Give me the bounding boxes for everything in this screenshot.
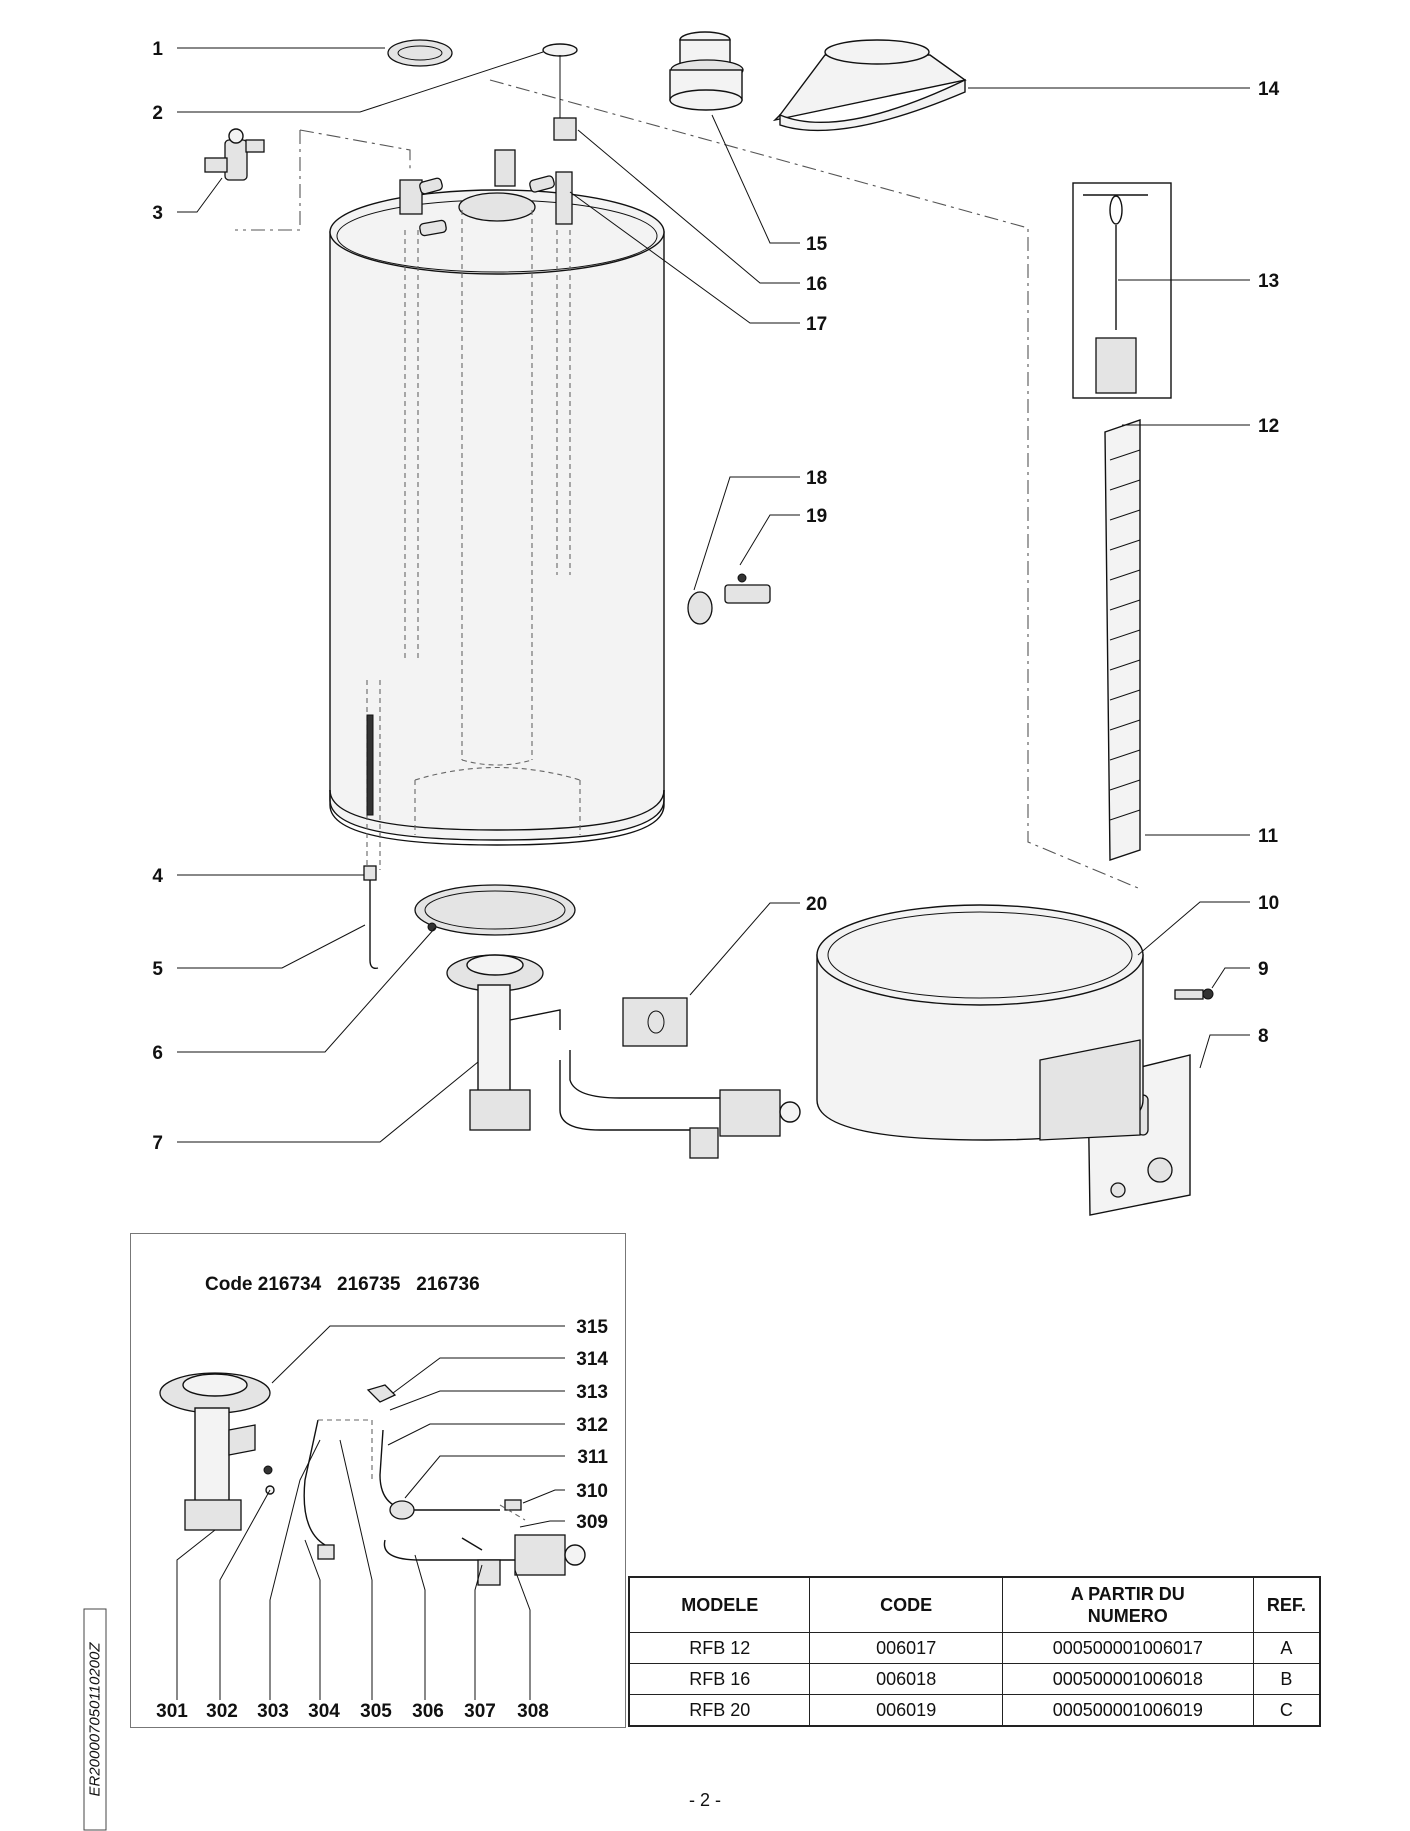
callout-18: 18	[806, 468, 827, 489]
table-row: RFB 16 006018 000500001006018 B	[628, 1663, 1321, 1695]
table-cell: 000500001006018	[1001, 1663, 1254, 1695]
table-cell: RFB 16	[628, 1663, 811, 1695]
callout-2: 2	[152, 103, 163, 124]
callout-315: 315	[576, 1317, 608, 1338]
table-cell: 006017	[809, 1632, 1003, 1664]
part-19-drain-valve	[724, 573, 771, 604]
callout-311: 311	[577, 1447, 608, 1468]
part-9-igniter	[1174, 988, 1214, 1000]
callout-303: 303	[257, 1701, 289, 1722]
callout-307: 307	[464, 1701, 496, 1722]
part-7-burner-assembly	[446, 954, 801, 1159]
part-14-draft-hood	[772, 39, 967, 132]
part-6-ring	[414, 884, 576, 936]
callout-16: 16	[806, 274, 827, 295]
column-header: A PARTIR DU NUMERO	[1001, 1576, 1254, 1633]
callout-9: 9	[1258, 959, 1269, 980]
part-20-sight-glass-gasket	[622, 997, 688, 1047]
inset-burner-drawing	[159, 1372, 586, 1586]
callout-19: 19	[806, 506, 827, 527]
callout-308: 308	[517, 1701, 549, 1722]
part-15-flue-adapter	[669, 31, 744, 111]
callout-5: 5	[152, 959, 163, 980]
table-header-row: MODELE CODE A PARTIR DU NUMERO REF.	[628, 1576, 1321, 1633]
callout-10: 10	[1258, 893, 1279, 914]
callout-310: 310	[576, 1481, 608, 1502]
table-cell: B	[1252, 1663, 1321, 1695]
table-cell: 006018	[809, 1663, 1003, 1695]
callout-20: 20	[806, 894, 827, 915]
callout-314: 314	[576, 1349, 608, 1370]
column-header: CODE	[809, 1576, 1003, 1633]
document-reference-code: ER200007050110200Z	[82, 1608, 107, 1831]
part-5-rod	[363, 865, 379, 970]
callout-17: 17	[806, 314, 827, 335]
callout-6: 6	[152, 1043, 163, 1064]
callout-14: 14	[1258, 79, 1280, 100]
callout-309: 309	[576, 1512, 608, 1533]
callout-1: 1	[152, 39, 163, 60]
callout-3: 3	[152, 203, 163, 224]
part-11-baffle-strip	[1104, 419, 1141, 861]
callout-12: 12	[1258, 416, 1279, 437]
part-3-safety-valve	[204, 128, 265, 181]
part-16-plug	[553, 117, 577, 141]
callout-11: 11	[1258, 826, 1279, 847]
water-tank	[329, 149, 665, 870]
model-reference-table: MODELE CODE A PARTIR DU NUMERO REF. RFB …	[628, 1576, 1321, 1727]
callout-306: 306	[412, 1701, 444, 1722]
callout-305: 305	[360, 1701, 392, 1722]
callout-8: 8	[1258, 1026, 1269, 1047]
table-row: RFB 20 006019 000500001006019 C	[628, 1694, 1321, 1727]
callout-7: 7	[152, 1133, 163, 1154]
callout-312: 312	[576, 1415, 608, 1436]
callout-13: 13	[1258, 271, 1279, 292]
table-cell: RFB 12	[628, 1632, 811, 1664]
callout-313: 313	[576, 1382, 608, 1403]
callout-302: 302	[206, 1701, 238, 1722]
part-18-o-ring	[687, 591, 713, 625]
inset-frame	[130, 1233, 626, 1728]
table-row: RFB 12 006017 000500001006017 A	[628, 1632, 1321, 1664]
callout-301: 301	[156, 1701, 188, 1722]
table-cell: A	[1252, 1632, 1321, 1664]
column-header: REF.	[1252, 1576, 1321, 1633]
table-cell: C	[1252, 1694, 1321, 1727]
table-cell: 000500001006017	[1001, 1632, 1254, 1664]
part-2-disc	[542, 43, 578, 57]
main-leader-lines	[177, 47, 1250, 1143]
callout-304: 304	[308, 1701, 340, 1722]
document-reference-text: ER200007050110200Z	[83, 1608, 107, 1831]
inset-title: Code 216734 216735 216736	[205, 1274, 480, 1295]
page-number: - 2 -	[688, 1790, 721, 1810]
column-header: MODELE	[628, 1576, 811, 1633]
inset-leader-lines	[176, 1325, 565, 1700]
part-10-jacket-skirt	[816, 904, 1144, 1141]
table-cell: RFB 20	[628, 1694, 811, 1727]
table-cell: 006019	[809, 1694, 1003, 1727]
part-13-hanger	[1072, 182, 1172, 399]
callout-15: 15	[806, 234, 828, 255]
callout-4: 4	[152, 866, 163, 887]
table-cell: 000500001006019	[1001, 1694, 1254, 1727]
part-1-gasket	[387, 39, 453, 67]
